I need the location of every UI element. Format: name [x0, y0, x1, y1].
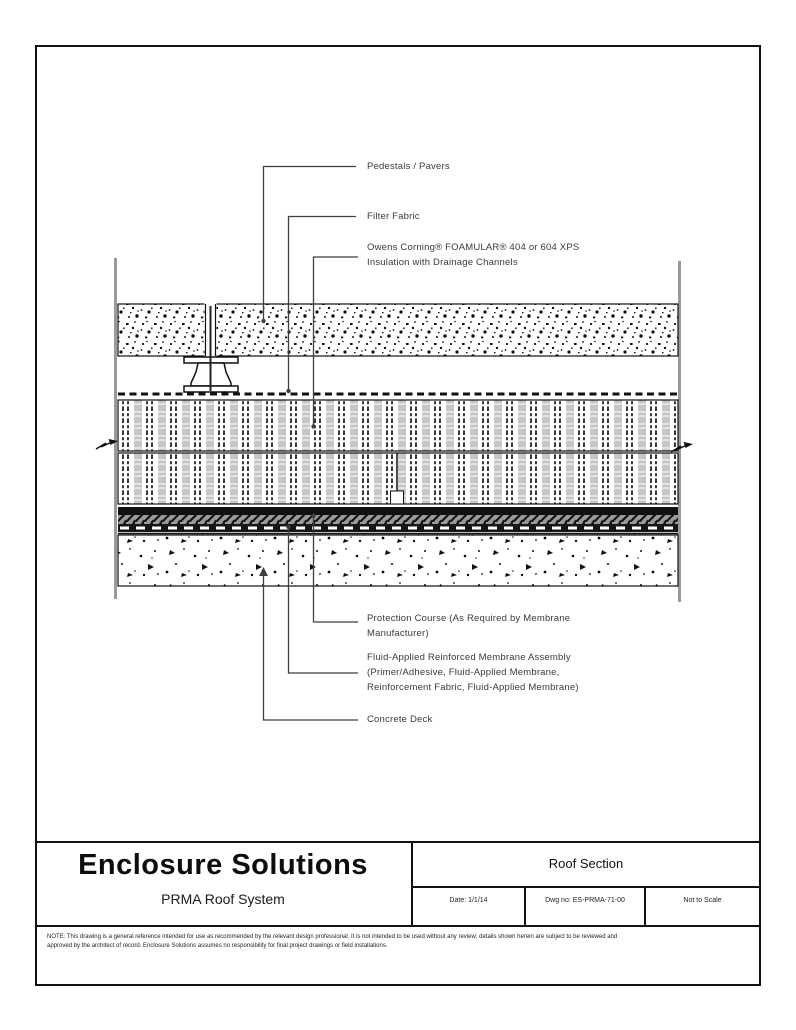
- scale-cell: Not to Scale: [683, 897, 722, 904]
- label-insulation: Owens Corning® FOAMULAR® 404 or 604 XPS …: [367, 242, 580, 268]
- titleblock-cell-divider-1: [524, 886, 526, 927]
- label-filter-fabric: Filter Fabric: [367, 211, 420, 222]
- concrete-deck-layer: [117, 534, 679, 587]
- label-concrete-deck: Concrete Deck: [367, 714, 433, 725]
- company-name: Enclosure Solutions: [78, 849, 368, 881]
- leader-protection-course: [312, 517, 358, 623]
- label-pavers: Pedestals / Pavers: [367, 161, 450, 172]
- titleblock-divider-middle: [411, 886, 761, 888]
- break-arrow-right: [670, 442, 693, 453]
- leader-insulation: [312, 256, 358, 425]
- dwg-no-cell: Dwg no: ES-PRMA-71-00: [545, 897, 625, 904]
- leader-membrane-assembly: [287, 528, 358, 674]
- leader-concrete-deck: [262, 574, 358, 721]
- insulation-row-1: [117, 399, 679, 452]
- date-cell: Date: 1/1/14: [449, 897, 488, 904]
- titleblock-divider-bottom: [35, 925, 761, 927]
- titleblock-cell-divider-2: [644, 886, 646, 927]
- paver-pedestal: [183, 306, 239, 393]
- system-name: PRMA Roof System: [161, 891, 285, 907]
- label-membrane-assembly: Fluid-Applied Reinforced Membrane Assemb…: [367, 652, 579, 693]
- leader-pavers: [262, 165, 356, 320]
- leader-filter-fabric: [287, 215, 356, 390]
- membrane-assembly-band: [118, 507, 678, 535]
- disclaimer-note: NOTE: This drawing is a general referenc…: [47, 934, 618, 949]
- label-protection-course: Protection Course (As Required by Membra…: [367, 613, 571, 639]
- insulation-board-joint: [390, 453, 404, 505]
- drawing-title: Roof Section: [548, 856, 624, 871]
- sheet-border: [35, 45, 761, 986]
- titleblock-divider-vertical: [411, 841, 413, 927]
- titleblock-divider-top: [35, 841, 761, 843]
- break-arrow-left: [95, 439, 118, 450]
